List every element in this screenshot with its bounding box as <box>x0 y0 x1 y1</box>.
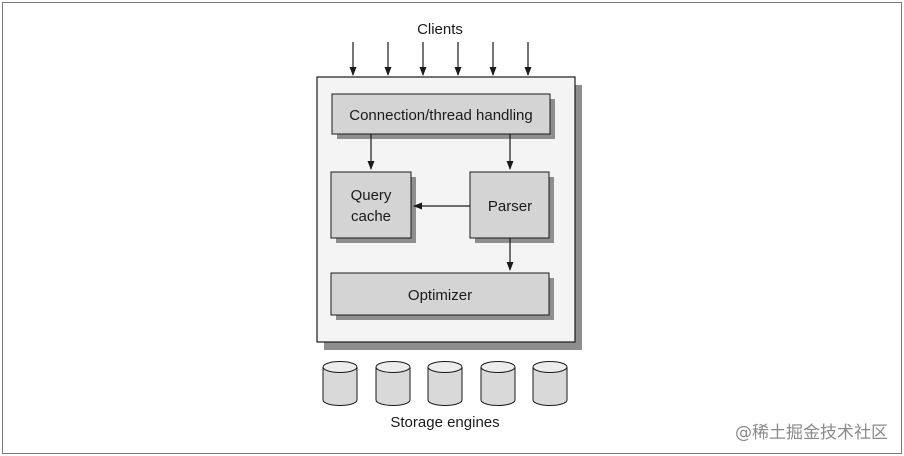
storage-engines-label: Storage engines <box>390 414 499 431</box>
query-cache-label-line2: cache <box>351 208 391 225</box>
storage-engines <box>322 361 568 406</box>
storage-engine-cylinder <box>375 361 411 406</box>
parser-box <box>469 171 550 239</box>
query-cache-label-line1: Query <box>351 187 392 204</box>
client-arrows <box>349 42 532 76</box>
connection-box-label: Connection/thread handling <box>349 107 532 124</box>
storage-engine-cylinder <box>427 361 463 406</box>
storage-engine-cylinder <box>322 361 358 406</box>
connection-box <box>331 93 551 135</box>
optimizer-box <box>330 272 550 316</box>
query-cache-box <box>330 171 412 239</box>
parser-label: Parser <box>488 198 532 215</box>
watermark-text: @稀土掘金技术社区 <box>735 423 888 443</box>
storage-engine-cylinder <box>480 361 516 406</box>
clients-label: Clients <box>417 21 463 38</box>
storage-engine-cylinder <box>532 361 568 406</box>
optimizer-label: Optimizer <box>408 287 472 304</box>
